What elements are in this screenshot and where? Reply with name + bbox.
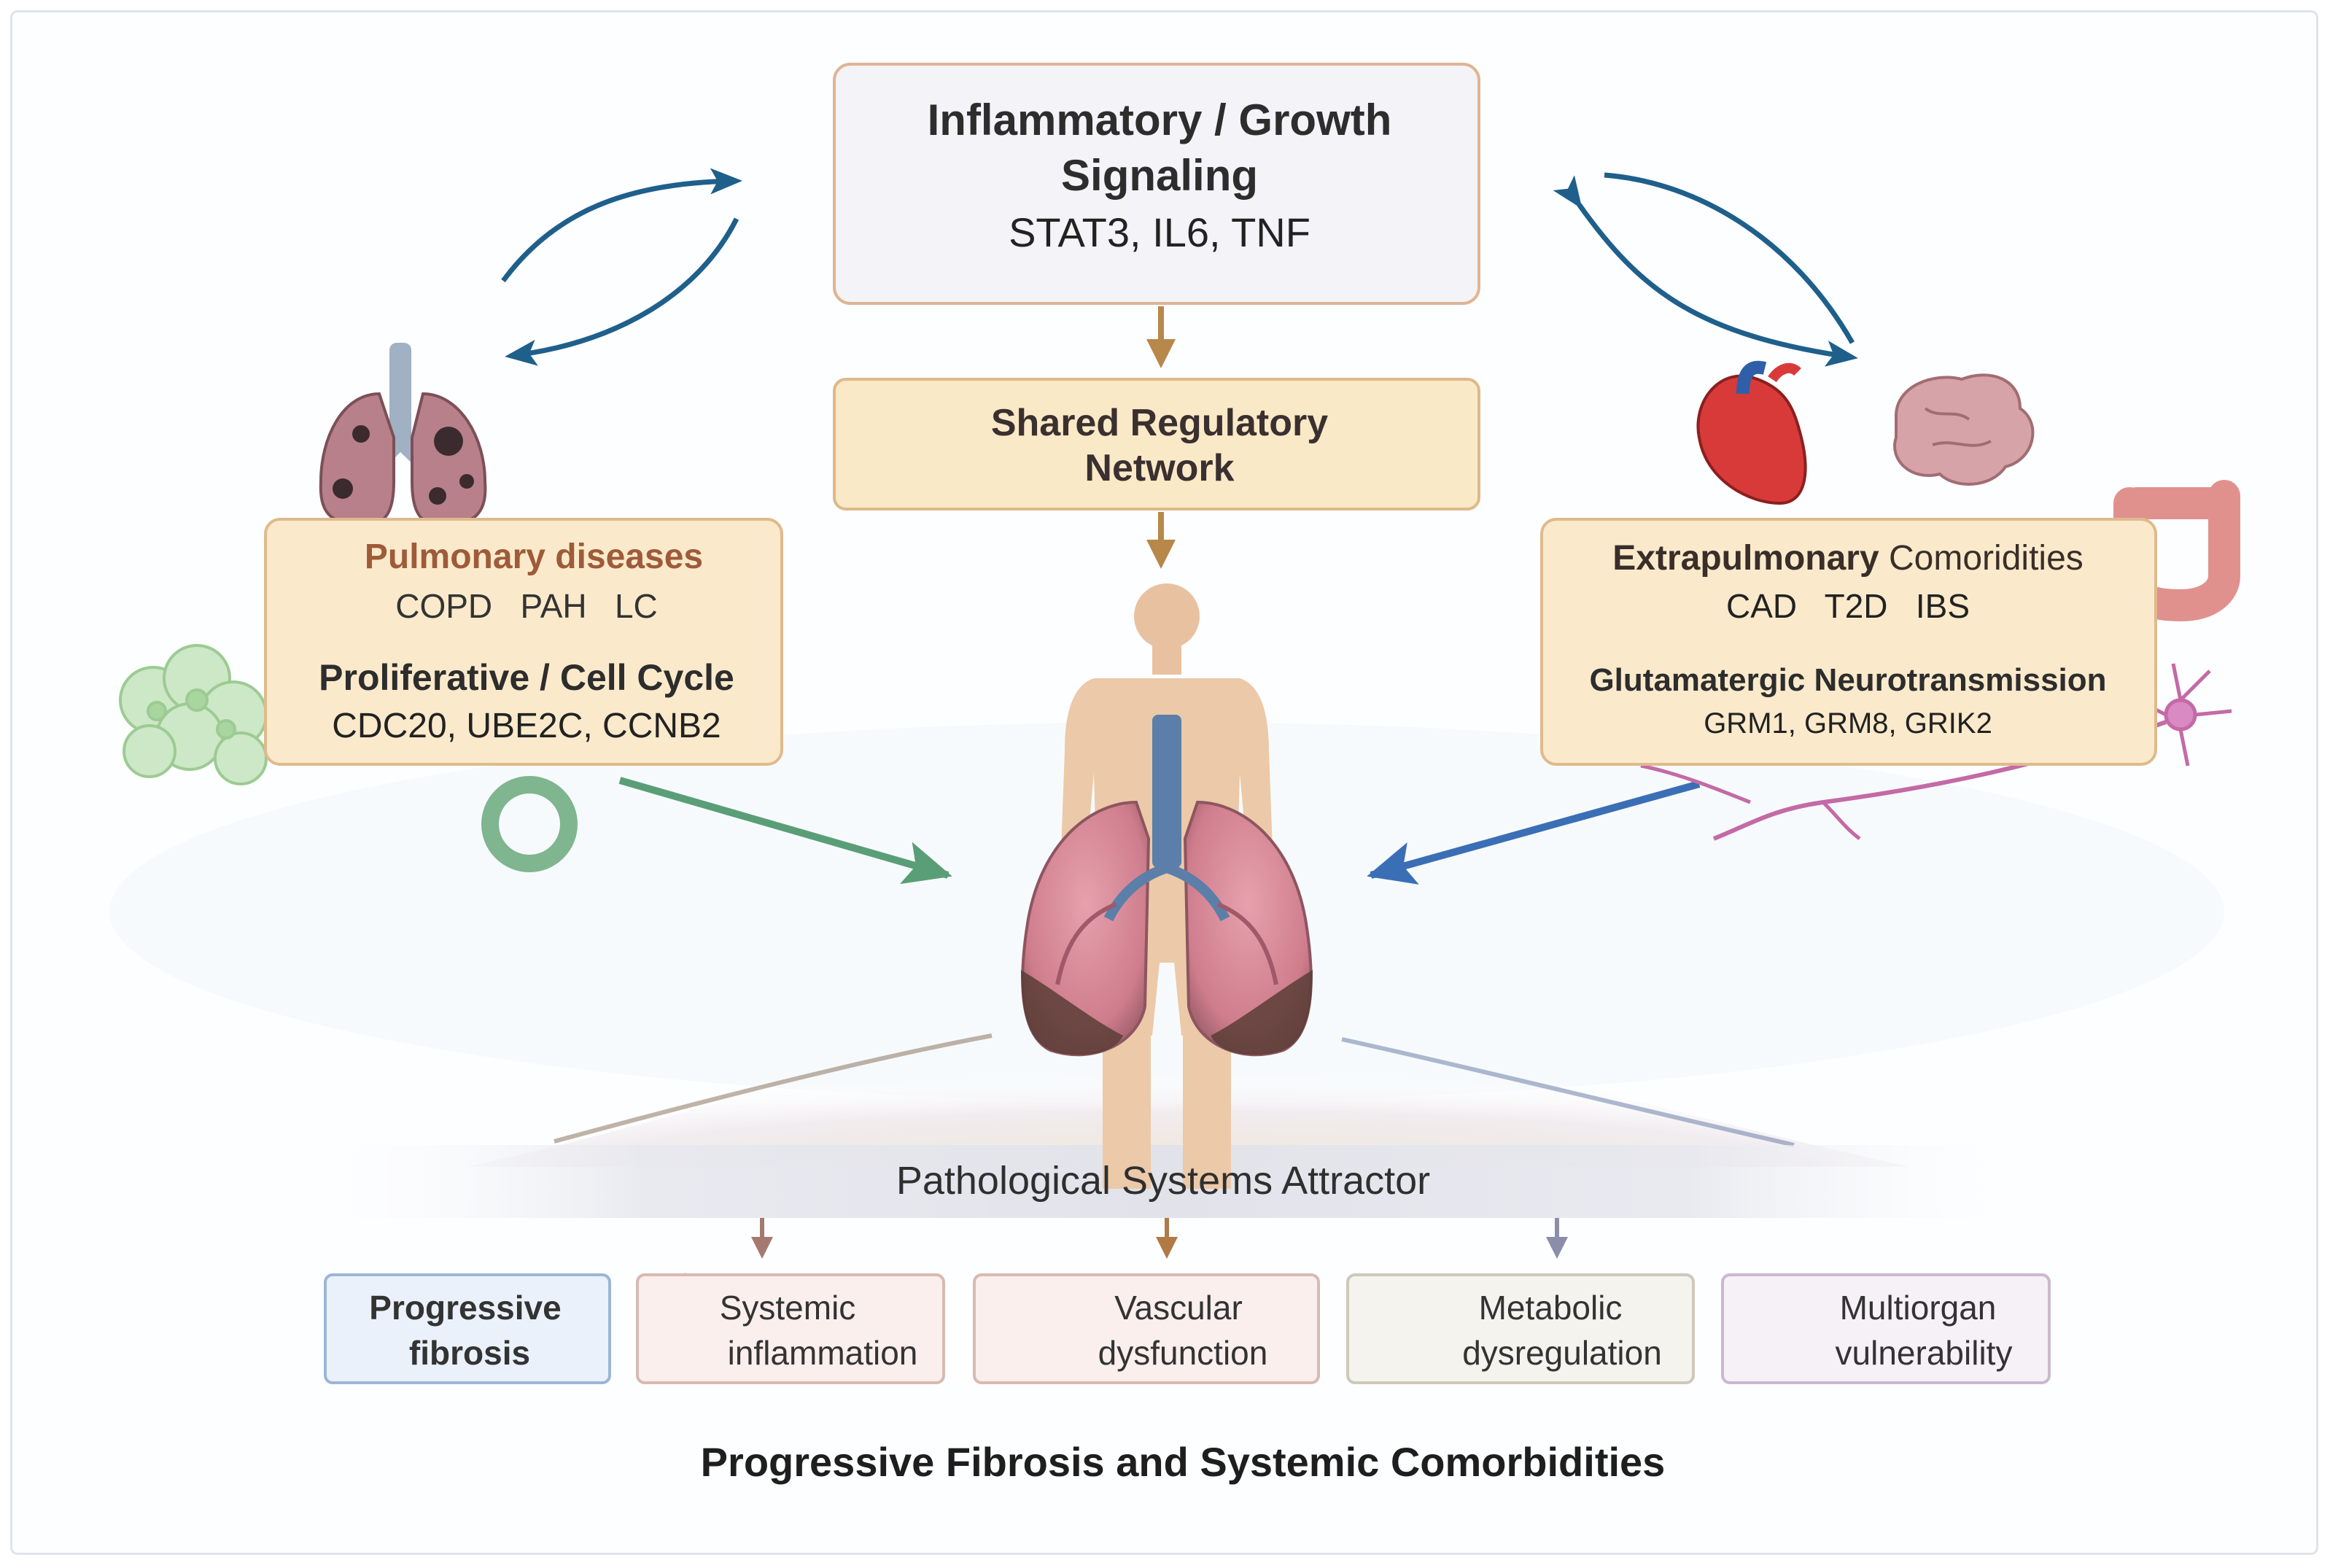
pulmonary-box: Pulmonary diseases COPD PAH LC Prolifera… <box>264 518 783 766</box>
pulmonary-diseases: COPD PAH LC <box>395 587 658 625</box>
outcome-line1: Vascular <box>1114 1289 1243 1327</box>
shared-network-box: Shared Regulatory Network <box>833 378 1480 511</box>
outcome-line1: Progressive <box>369 1289 562 1327</box>
mound-line-left <box>554 1033 993 1144</box>
signaling-title-line2: Signaling <box>1061 151 1258 200</box>
mound-line-right <box>1341 1037 1795 1147</box>
outcome-multiorgan-vulnerability: Multiorgan vulnerability <box>1721 1273 2051 1384</box>
cell-cluster-icon <box>119 644 268 785</box>
brain-organ-icon <box>1893 373 2035 486</box>
shared-line1: Shared Regulatory <box>990 402 1329 444</box>
pulmonary-title: Pulmonary diseases <box>364 537 704 576</box>
outcome-line2: dysfunction <box>1098 1334 1268 1372</box>
extrapulmonary-title-rest: Comoridities <box>1879 539 2084 578</box>
extrapulmonary-title-bold: Extrapulmonary <box>1612 539 1879 578</box>
extrapulmonary-diseases: CAD T2D IBS <box>1725 587 1970 625</box>
attractor-label: Pathological Systems Attractor <box>896 1159 1431 1203</box>
outcome-line1: Systemic <box>719 1289 856 1327</box>
large-lungs-illustration <box>1021 715 1313 1057</box>
arrow-pulmonary-to-lungs <box>618 777 952 885</box>
feedback-arrow-left-upper <box>501 168 742 283</box>
glutamatergic-genes: GRM1, GRM8, GRIK2 <box>1704 707 1992 740</box>
signaling-title-line1: Inflammatory / Growth <box>927 96 1392 144</box>
outcome-systemic-inflammation: Systemic inflammation <box>636 1273 945 1384</box>
outcome-progressive-fibrosis: Progressive fibrosis <box>324 1273 611 1384</box>
proliferative-subtitle: Proliferative / Cell Cycle <box>319 657 734 698</box>
arrow-extrapulmonary-to-lungs <box>1367 780 1701 885</box>
outcome-metabolic-dysregulation: Metabolic dysregulation <box>1346 1273 1695 1384</box>
outcome-vascular-dysfunction: Vascular dysfunction <box>973 1273 1320 1384</box>
outcome-line2: inflammation <box>727 1334 918 1372</box>
feedback-arrow-right-upper <box>1604 172 1855 344</box>
heart-organ-icon <box>1696 360 1807 505</box>
attractor-band <box>292 1145 2042 1218</box>
proliferative-genes: CDC20, UBE2C, CCNB2 <box>332 707 721 745</box>
small-lungs-icon <box>319 343 487 527</box>
glutamatergic-subtitle: Glutamatergic Neurotransmission <box>1589 662 2107 698</box>
outcome-line2: fibrosis <box>408 1334 531 1372</box>
shared-line2: Network <box>1084 447 1235 489</box>
outcome-line2: dysregulation <box>1462 1334 1662 1372</box>
outcome-line1: Metabolic <box>1478 1289 1623 1327</box>
signaling-box: Inflammatory / Growth Signaling STAT3, I… <box>833 63 1480 305</box>
outcome-line2: vulnerability <box>1835 1334 2013 1372</box>
signaling-genes: STAT3, IL6, TNF <box>1009 209 1310 255</box>
feedback-arrow-left-lower <box>505 217 739 366</box>
cell-ring-icon <box>481 776 578 872</box>
outcome-line1: Multiorgan <box>1839 1289 1997 1327</box>
extrapulmonary-box: Extrapulmonary Comoridities CAD T2D IBS … <box>1540 518 2157 766</box>
footer-title: Progressive Fibrosis and Systemic Comorb… <box>700 1439 1666 1485</box>
feedback-arrow-right <box>1553 175 1858 367</box>
extrapulmonary-title: Extrapulmonary Comoridities <box>1612 538 2084 578</box>
